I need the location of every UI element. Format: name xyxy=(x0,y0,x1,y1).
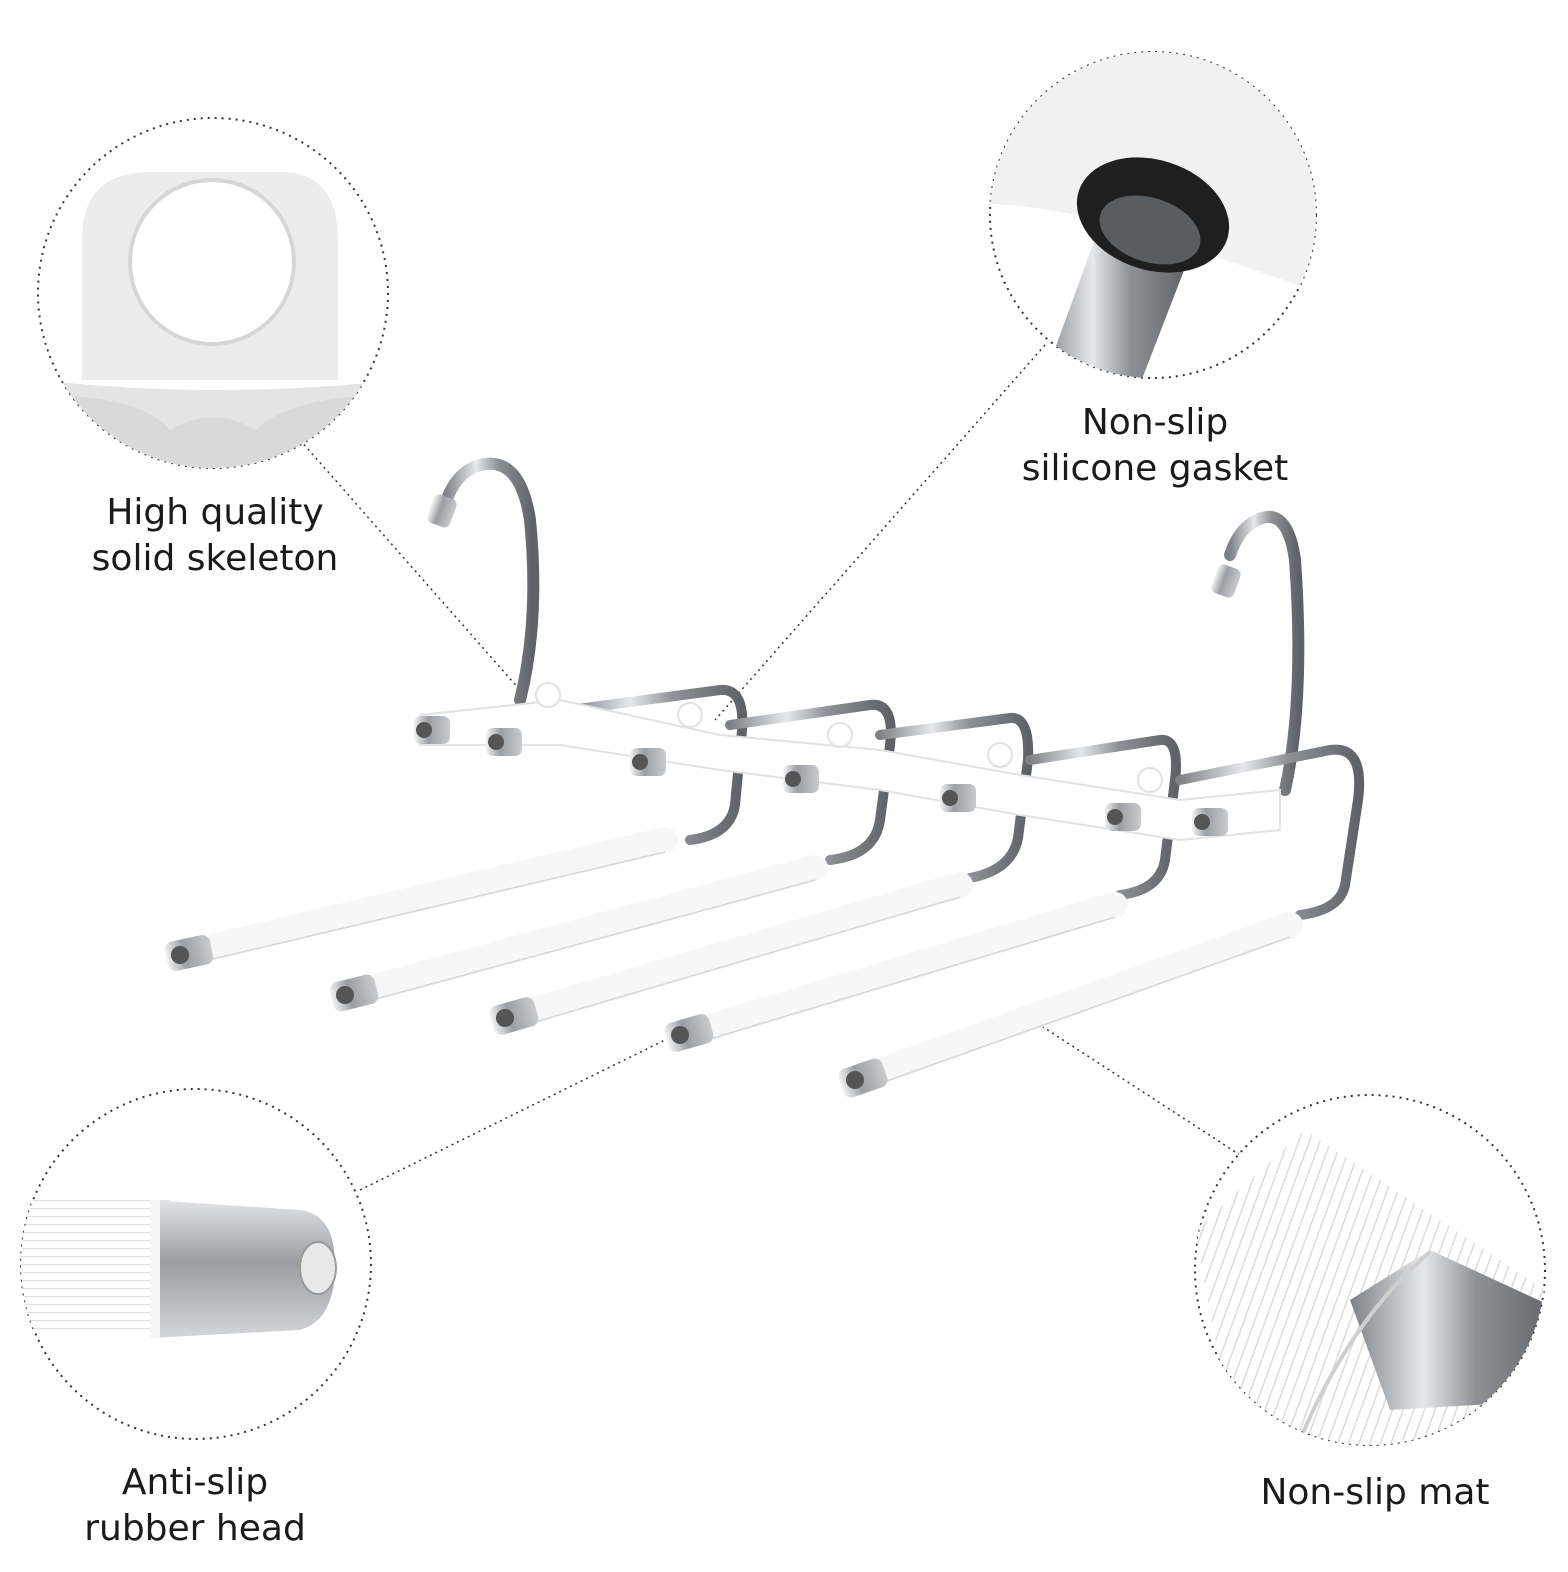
callout-rubber-circle xyxy=(20,1088,372,1440)
rod-tips xyxy=(164,935,888,1098)
skeleton-label-line1: High quality xyxy=(106,492,324,533)
skeleton-label: High quality solid skeleton xyxy=(60,490,370,582)
callout-skeleton-circle xyxy=(37,117,389,469)
rubber-head-label-line2: rubber head xyxy=(84,1508,306,1549)
pants-hanger-icon xyxy=(164,457,1365,1098)
skeleton-label-line2: solid skeleton xyxy=(91,538,339,579)
rubber-head-label: Anti-slip rubber head xyxy=(40,1460,350,1552)
callout-mat-circle xyxy=(1194,1094,1546,1446)
rubber-head-label-line1: Anti-slip xyxy=(121,1462,269,1503)
mat-label: Non-slip mat xyxy=(1220,1470,1530,1516)
gasket-label-line1: Non-slip xyxy=(1081,402,1229,443)
gasket-label-line2: silicone gasket xyxy=(1021,448,1289,489)
leader-lines xyxy=(299,344,1241,1191)
rubber-tip-icon xyxy=(21,1200,337,1338)
callout-gasket-circle xyxy=(989,51,1317,379)
hanger-skeleton xyxy=(419,682,1281,842)
gasket-label: Non-slip silicone gasket xyxy=(1000,400,1310,492)
skeleton-tips xyxy=(414,716,1228,836)
mat-label-line1: Non-slip mat xyxy=(1260,1472,1490,1513)
ribbed-sleeve-icon xyxy=(1195,1130,1545,1445)
